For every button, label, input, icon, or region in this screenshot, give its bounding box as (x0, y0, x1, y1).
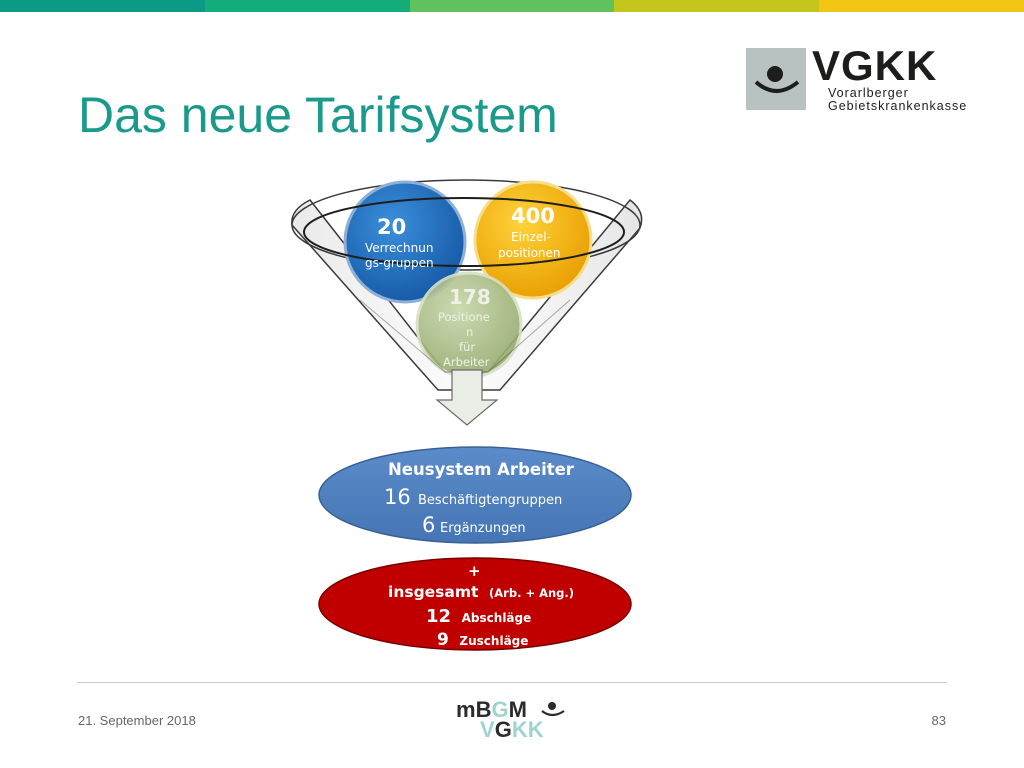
footer-divider (78, 682, 946, 683)
mbgm-b: B (475, 697, 492, 722)
funnel-rim-outer (291, 179, 641, 271)
mbgm-line: mBGM (456, 697, 527, 723)
result-blue-row1-number: 16 (384, 485, 411, 509)
circle-blue-line1: Verrechnun (365, 241, 433, 255)
vgkk-g: G (494, 717, 512, 742)
footer-date: 21. September 2018 (78, 713, 196, 728)
mbgm-m: m (456, 697, 476, 722)
circle-blue-line2: gs-gruppen (365, 256, 434, 270)
logo-line1: Vorarlberger (828, 86, 909, 100)
mbgm-eye-icon (541, 702, 565, 717)
result-red-row2-text: Zuschläge (459, 634, 528, 648)
vgkk-eye-icon (746, 48, 806, 110)
slide-title: Das neue Tarifsystem (78, 87, 558, 143)
down-arrow-icon (435, 369, 499, 426)
result-red-plus: + (468, 562, 481, 580)
circle-green-line4: Arbeiter (443, 355, 490, 369)
circle-orange-line2: positionen (498, 246, 561, 260)
circle-orange-line1: Einzel- (511, 230, 551, 244)
top-color-bar (0, 0, 1024, 12)
circle-green-line3: für (459, 340, 475, 354)
mbgm-m2: M (508, 697, 527, 722)
circle-green-line2: n (466, 325, 473, 339)
funnel-rim-inner (303, 197, 625, 267)
result-red-main: insgesamt (Arb. + Ang.) (388, 582, 574, 601)
circle-green-number: 178 (449, 285, 491, 309)
vgkk-v: V (480, 717, 495, 742)
logo-name: VGKK (812, 42, 938, 89)
result-red-row2-number: 9 (437, 630, 449, 650)
circle-green-line1: Positione (438, 310, 490, 324)
footer-page-number: 83 (931, 713, 946, 728)
circle-orange-number: 400 (511, 204, 555, 228)
result-red-paren: (Arb. + Ang.) (489, 586, 574, 600)
top-bar-segment (0, 0, 205, 12)
top-bar-segment (819, 0, 1024, 12)
mbgm-g: G (491, 697, 509, 722)
vgkk-line: VGKK (480, 717, 544, 743)
result-red-row1: 12 Abschläge (426, 606, 531, 627)
result-red-ellipse (318, 557, 632, 651)
result-red-row2: 9 Zuschläge (437, 630, 528, 650)
result-blue-heading: Neusystem Arbeiter (388, 460, 575, 479)
top-bar-segment (409, 0, 615, 12)
result-red-main-word: insgesamt (388, 583, 479, 601)
result-red-row1-text: Abschläge (462, 611, 532, 625)
vgkk-kk: KK (511, 717, 544, 742)
circle-blue-number: 20 (377, 215, 406, 239)
top-bar-segment (204, 0, 410, 12)
circle-orange (473, 180, 593, 300)
circle-blue (343, 180, 467, 304)
vgkk-logo: VGKK Vorarlberger Gebietskrankenkasse (746, 42, 966, 113)
result-red-row1-number: 12 (426, 606, 451, 627)
result-blue-row1-text: Beschäftigtengruppen (418, 493, 562, 508)
result-blue-ellipse (318, 446, 632, 544)
mbgm-vgkk-logo: mBGM VGKK (456, 697, 576, 745)
result-blue-row2-text: Ergänzungen (440, 521, 526, 536)
top-bar-segment (614, 0, 820, 12)
logo-line2: Gebietskrankenkasse (828, 99, 968, 113)
result-blue-row2-number: 6 (422, 513, 435, 537)
